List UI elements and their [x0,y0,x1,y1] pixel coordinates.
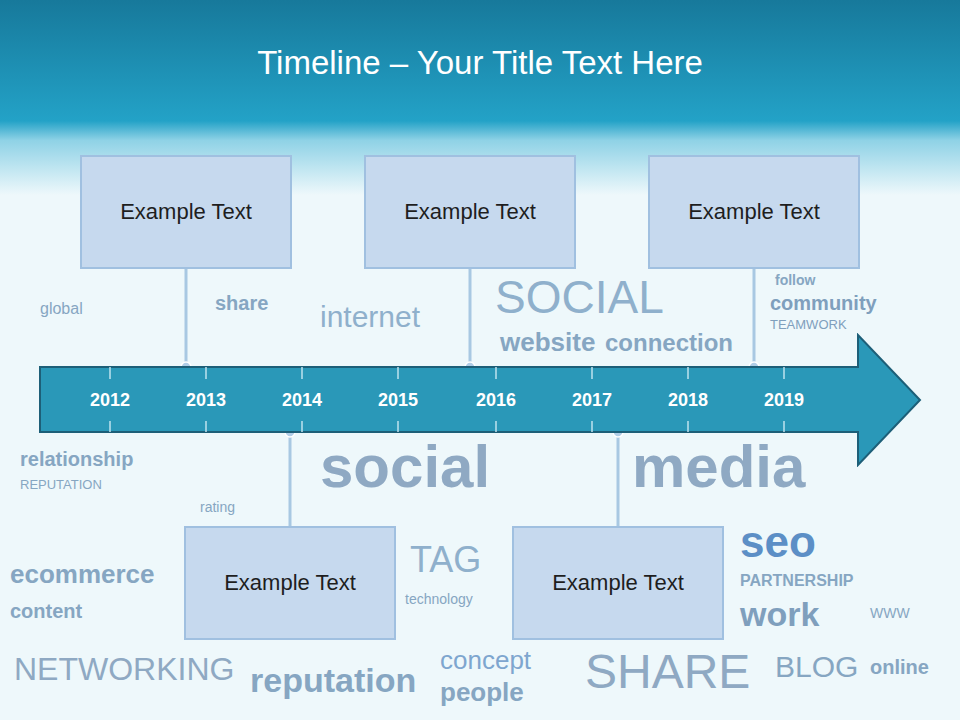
cloud-word: ecommerce [10,560,155,589]
cloud-word: website [500,328,595,357]
cloud-word: NETWORKING [14,652,234,687]
year-label: 2015 [378,390,418,411]
text-box: Example Text [80,155,292,269]
year-label: 2019 [764,390,804,411]
tick-mark [109,367,111,379]
cloud-word: reputation [250,662,416,699]
slide-title: Timeline – Your Title Text Here [0,44,960,82]
cloud-word: share [215,292,268,314]
timeline-arrow: 2012 2013 2014 2015 2016 2017 2018 2019 [38,333,922,467]
tick-mark [591,367,593,379]
text-box: Example Text [364,155,576,269]
leader-connector [617,432,620,526]
tick-mark [301,367,303,379]
box-text: Example Text [224,570,356,596]
cloud-word: social [320,434,490,500]
tick-mark [397,367,399,379]
year-label: 2017 [572,390,612,411]
cloud-word: relationship [20,448,133,470]
tick-mark [109,421,111,432]
leader-connector [185,269,188,367]
tick-mark [495,421,497,432]
cloud-word: online [870,656,929,678]
tick-mark [783,421,785,432]
cloud-word: rating [200,500,235,515]
tick-mark [783,367,785,379]
cloud-word: seo [740,518,816,566]
cloud-word: TEAMWORK [770,318,847,332]
tick-mark [205,421,207,432]
cloud-word: BLOG [775,650,858,683]
cloud-word: SOCIAL [495,272,664,323]
tick-mark [591,421,593,432]
text-box: Example Text [648,155,860,269]
year-label: 2016 [476,390,516,411]
cloud-word: PARTNERSHIP [740,572,854,590]
text-box: Example Text [184,526,396,640]
text-box: Example Text [512,526,724,640]
leader-connector [289,432,292,526]
cloud-word: SHARE [585,646,750,699]
cloud-word: technology [405,592,473,607]
year-label: 2012 [90,390,130,411]
box-text: Example Text [552,570,684,596]
cloud-word: REPUTATION [20,478,102,492]
cloud-word: community [770,292,877,314]
tick-mark [495,367,497,379]
cloud-word: follow [775,273,815,288]
leader-connector [753,269,756,367]
cloud-word: concept [440,646,531,675]
year-label: 2018 [668,390,708,411]
cloud-word: people [440,678,524,707]
cloud-word: global [40,300,83,318]
cloud-word: connection [605,330,733,356]
tick-mark [687,421,689,432]
cloud-word: WWW [870,606,910,621]
box-text: Example Text [120,199,252,225]
tick-mark [687,367,689,379]
cloud-word: media [632,434,805,500]
arrow-body [40,335,920,465]
box-text: Example Text [688,199,820,225]
leader-connector [469,269,472,367]
box-text: Example Text [404,199,536,225]
cloud-word: work [740,596,819,633]
cloud-word: TAG [410,540,481,580]
cloud-word: internet [320,300,420,333]
year-label: 2014 [282,390,322,411]
cloud-word: content [10,600,82,622]
tick-mark [301,421,303,432]
tick-mark [205,367,207,379]
year-label: 2013 [186,390,226,411]
tick-mark [397,421,399,432]
